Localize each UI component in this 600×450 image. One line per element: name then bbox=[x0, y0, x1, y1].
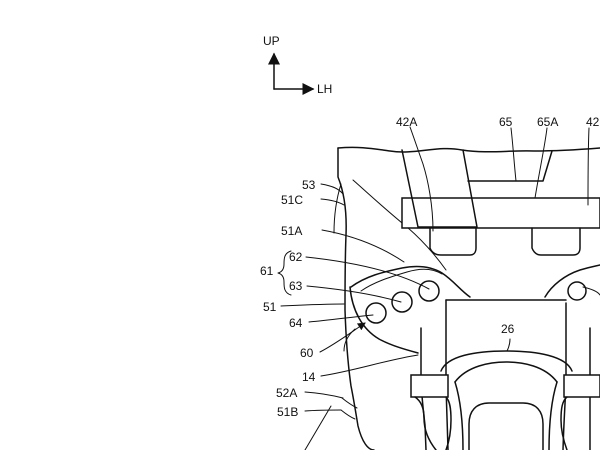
leader-60 bbox=[319, 322, 366, 353]
leader-42 bbox=[587, 127, 590, 206]
right-clamp bbox=[563, 374, 600, 398]
leader-26 bbox=[506, 338, 511, 352]
label-26: 26 bbox=[501, 322, 515, 336]
leader-42A bbox=[409, 126, 434, 232]
orientation-indicator: UP LH bbox=[263, 34, 332, 96]
leader-52A bbox=[304, 391, 344, 399]
label-52A: 52A bbox=[276, 386, 297, 400]
label-62: 62 bbox=[289, 250, 303, 264]
center-frame-inner bbox=[454, 361, 558, 383]
label-65A: 65A bbox=[537, 115, 558, 129]
light-housing-left-inner bbox=[360, 268, 443, 292]
detail-51B bbox=[340, 409, 356, 420]
leader-65A bbox=[534, 127, 548, 199]
label-53: 53 bbox=[302, 178, 316, 192]
lower-center-box bbox=[468, 402, 544, 450]
label-65: 65 bbox=[499, 115, 513, 129]
leader-53 bbox=[320, 183, 344, 195]
leader-51A bbox=[321, 229, 405, 263]
label-63: 63 bbox=[289, 279, 303, 293]
headstock-right bbox=[548, 381, 558, 450]
light-housing-left bbox=[350, 265, 471, 298]
lamp-right-mount bbox=[582, 286, 600, 296]
lamp-right bbox=[567, 281, 587, 301]
left-clamp bbox=[410, 374, 449, 398]
leader-51 bbox=[280, 303, 345, 307]
leader-64 bbox=[308, 314, 374, 323]
headstock-left bbox=[454, 381, 464, 450]
callout-labels: 42A 65 65A 42 53 51C 51A 61 62 63 51 64 … bbox=[260, 115, 600, 419]
leader-65 bbox=[510, 127, 517, 182]
label-61: 61 bbox=[260, 264, 274, 278]
lower-tank-left bbox=[429, 227, 477, 256]
left-lower-contour bbox=[304, 405, 332, 450]
callout-leaders bbox=[280, 183, 511, 412]
label-64: 64 bbox=[289, 316, 303, 330]
left-clamp-lower bbox=[414, 396, 437, 450]
light-housing-left-lower bbox=[349, 286, 419, 354]
label-51C: 51C bbox=[281, 193, 303, 207]
label-51: 51 bbox=[263, 300, 277, 314]
cross-member bbox=[401, 197, 600, 229]
left-outer-body bbox=[337, 147, 375, 450]
label-lh: LH bbox=[317, 82, 332, 96]
lamp-62 bbox=[418, 280, 440, 302]
label-14: 14 bbox=[302, 370, 316, 384]
left-inner-contour bbox=[333, 183, 342, 234]
left-clamp-right bbox=[445, 396, 452, 450]
detail-52A bbox=[341, 397, 358, 409]
leader-14 bbox=[320, 354, 419, 377]
lower-tank-right bbox=[531, 227, 581, 256]
center-frame-neck bbox=[440, 350, 573, 372]
light-housing-right bbox=[544, 264, 600, 298]
leader-63 bbox=[306, 285, 402, 303]
top-contour bbox=[337, 146, 600, 153]
lamp-63 bbox=[391, 291, 413, 313]
label-42: 42 bbox=[586, 115, 600, 129]
label-42A: 42A bbox=[396, 115, 417, 129]
lamp-64 bbox=[365, 302, 387, 324]
label-60: 60 bbox=[300, 346, 314, 360]
motorcycle-fuel-tank-assembly bbox=[304, 126, 600, 450]
leader-51C bbox=[320, 198, 345, 206]
upper-tank-left bbox=[401, 149, 478, 228]
leader-51B bbox=[304, 409, 342, 412]
leader-62 bbox=[305, 256, 430, 290]
right-clamp-lower bbox=[560, 396, 568, 450]
label-51A: 51A bbox=[281, 224, 302, 238]
upper-tank-center bbox=[467, 150, 553, 182]
brace-61 bbox=[277, 250, 292, 296]
label-51B: 51B bbox=[277, 405, 298, 419]
label-up: UP bbox=[263, 34, 280, 48]
